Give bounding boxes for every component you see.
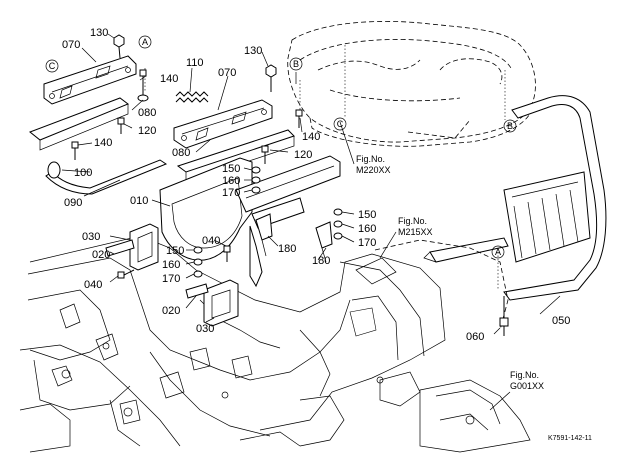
svg-text:A: A [142,37,148,47]
leader-lines [61,33,561,411]
label-010: 010 [130,195,148,207]
svg-text:M220XX: M220XX [356,165,391,175]
ref-marker-c-1: C [45,59,59,73]
label-030-a: 030 [82,231,100,243]
svg-text:A: A [495,247,501,257]
label-160-a: 160 [222,175,240,187]
fig-ref-g001xx: Fig.No. G001XX [510,370,544,391]
label-050: 050 [552,315,570,327]
label-180-a: 180 [278,243,296,255]
tractor-frame [19,235,531,453]
label-150-c: 150 [166,245,184,257]
svg-text:C: C [337,119,344,129]
label-100: 100 [74,167,92,179]
ref-marker-a-1: A [138,35,152,49]
label-140-b: 140 [94,137,112,149]
label-080-b: 080 [172,147,190,159]
seat-frame-050 [423,95,607,318]
svg-text:C: C [49,61,56,71]
label-130-a: 130 [90,27,108,39]
label-090: 090 [64,197,82,209]
seat-rail-left-070 [43,55,137,105]
ref-marker-a-2: A [491,245,505,259]
label-070-a: 070 [62,39,80,51]
label-160-c: 160 [162,259,180,271]
label-110: 110 [186,57,204,69]
ref-marker-b-2: B [503,119,517,133]
bracket-left-030 [105,223,159,271]
label-130-b: 130 [244,45,262,57]
drawing-code: K7591-142-11 [548,435,592,442]
svg-text:M215XX: M215XX [398,227,433,237]
spring-110 [175,91,209,103]
ref-marker-b-1: B [289,57,303,71]
svg-text:B: B [507,121,513,131]
fig-refs: Fig.No. M220XX Fig.No. M215XX Fig.No. G0… [356,154,544,391]
label-160-b: 160 [358,223,376,235]
label-150-b: 150 [358,209,376,221]
fig-ref-m220xx: Fig.No. M220XX [356,154,391,175]
svg-text:Fig.No.: Fig.No. [510,370,539,380]
label-170-a: 170 [222,187,240,199]
svg-text:B: B [293,59,299,69]
label-150-a: 150 [222,163,240,175]
label-180-b: 180 [312,255,330,267]
ref-markers: A C B C B A [45,35,517,259]
slide-rail-080 [29,97,295,183]
label-070-b: 070 [218,67,236,79]
label-060: 060 [466,331,484,343]
label-030-b: 030 [196,323,214,335]
label-020-a: 020 [92,249,110,261]
seat-support-010 [159,155,341,288]
label-020-b: 020 [162,305,180,317]
svg-text:Fig.No.: Fig.No. [398,216,427,226]
bracket-right-030 [185,279,239,327]
label-120-a: 120 [138,125,156,137]
label-170-b: 170 [358,237,376,249]
svg-text:G001XX: G001XX [510,381,544,391]
part-labels: 130 070 140 080 120 140 100 090 110 070 … [62,27,570,343]
label-140-a: 140 [160,73,178,85]
label-170-c: 170 [162,273,180,285]
brackets-180 [255,213,333,263]
label-080-a: 080 [138,107,156,119]
label-040-b: 040 [202,235,220,247]
seat-rail-right-070 [173,99,273,149]
ref-marker-c-2: C [333,117,347,131]
fig-ref-m215xx: Fig.No. M215XX [398,216,433,237]
svg-text:Fig.No.: Fig.No. [356,154,385,164]
label-140-c: 140 [302,131,320,143]
seat-outline [287,21,536,147]
label-120-b: 120 [294,149,312,161]
adjust-lever-090 [45,159,168,195]
label-040-a: 040 [84,279,102,291]
